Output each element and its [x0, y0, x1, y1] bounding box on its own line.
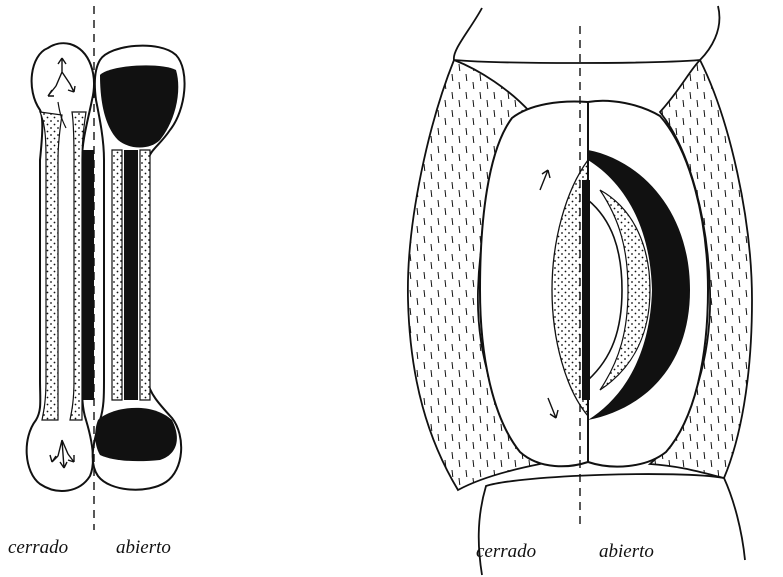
left-stoma [27, 6, 185, 530]
pore [82, 150, 94, 400]
label-open-left: abierto [116, 537, 171, 559]
label-open-right: abierto [599, 541, 654, 563]
closed-pore [582, 180, 590, 400]
open-guard-cell-left [93, 46, 185, 490]
right-stoma [408, 6, 752, 575]
label-closed-left: cerrado [8, 537, 68, 559]
label-closed-right: cerrado [476, 541, 536, 563]
